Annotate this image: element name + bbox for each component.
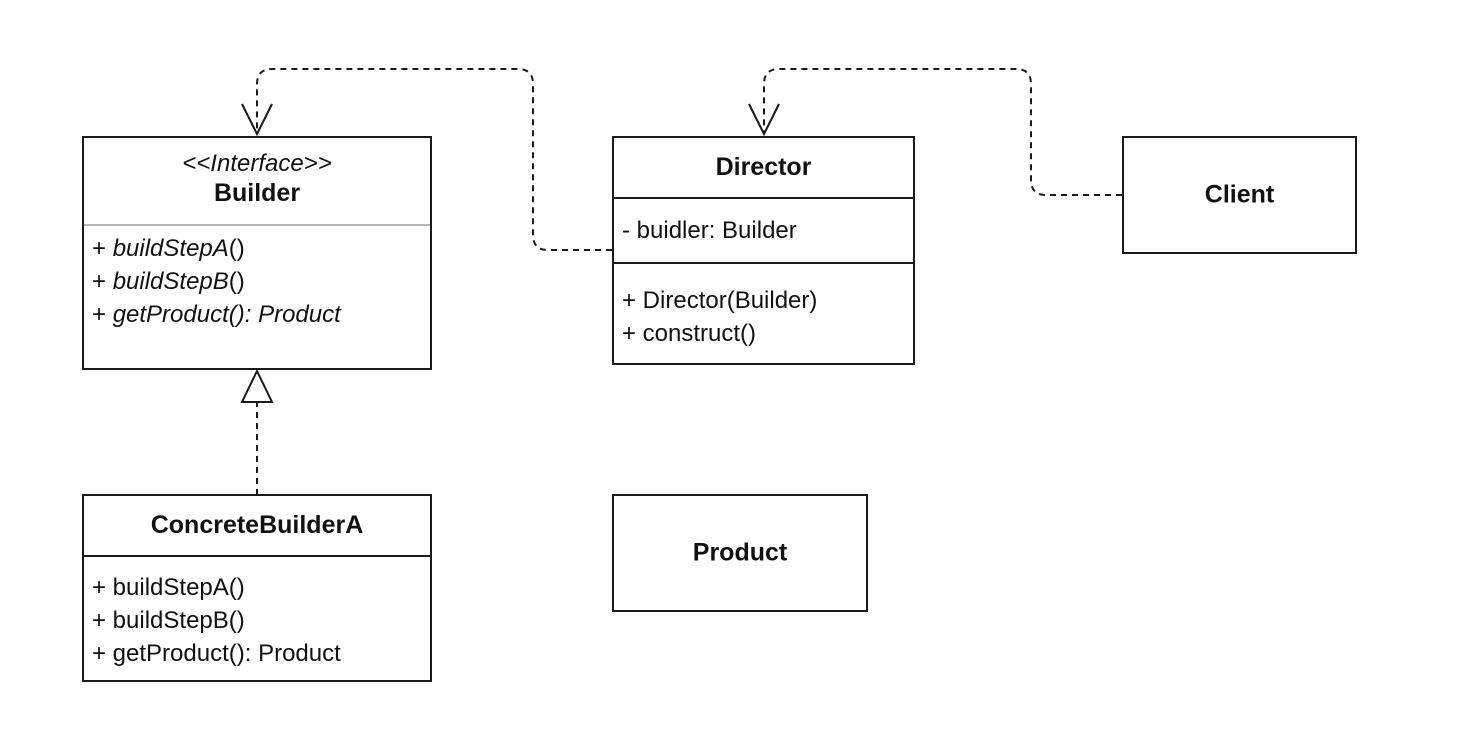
- concrete-builder-a-method-get-product: + getProduct(): Product: [92, 640, 341, 667]
- director-class-name: Director: [715, 153, 812, 181]
- product-class-name: Product: [692, 538, 788, 567]
- client-director-arrowhead: [748, 103, 780, 137]
- concrete-builder-a-box[interactable]: ConcreteBuilderA + buildStepA() + buildS…: [82, 494, 432, 682]
- client-class-box[interactable]: Client: [1122, 136, 1357, 254]
- concrete-builder-a-method-build-step-a: + buildStepA(): [92, 574, 245, 601]
- builder-method-get-product: + getProduct(): Product: [92, 301, 341, 328]
- builder-stereotype: <<Interface>>: [182, 150, 332, 177]
- builder-divider: [84, 224, 430, 226]
- product-class-box[interactable]: Product: [612, 494, 868, 612]
- concrete-builder-a-divider: [84, 555, 430, 557]
- director-method-constructor: + Director(Builder): [622, 287, 818, 314]
- director-method-construct: + construct(): [622, 320, 757, 347]
- concrete-builder-a-method-build-step-b: + buildStepB(): [92, 607, 245, 634]
- director-divider-top: [614, 197, 913, 199]
- realization-triangle: [240, 368, 274, 403]
- director-class-box[interactable]: Director - buidler: Builder + Director(B…: [612, 136, 915, 365]
- director-attribute-builder: - buidler: Builder: [622, 217, 797, 244]
- builder-method-build-step-b: + buildStepB(): [92, 268, 245, 295]
- director-divider-bottom: [614, 262, 913, 264]
- builder-interface-box[interactable]: <<Interface>> Builder + buildStepA() + b…: [82, 136, 432, 370]
- builder-method-build-step-a: + buildStepA(): [92, 235, 245, 262]
- client-class-name: Client: [1204, 180, 1275, 209]
- director-builder-dependency: [256, 68, 612, 251]
- builder-class-name: Builder: [213, 179, 301, 207]
- concrete-builder-a-class-name: ConcreteBuilderA: [150, 511, 364, 539]
- director-builder-arrowhead: [241, 103, 273, 137]
